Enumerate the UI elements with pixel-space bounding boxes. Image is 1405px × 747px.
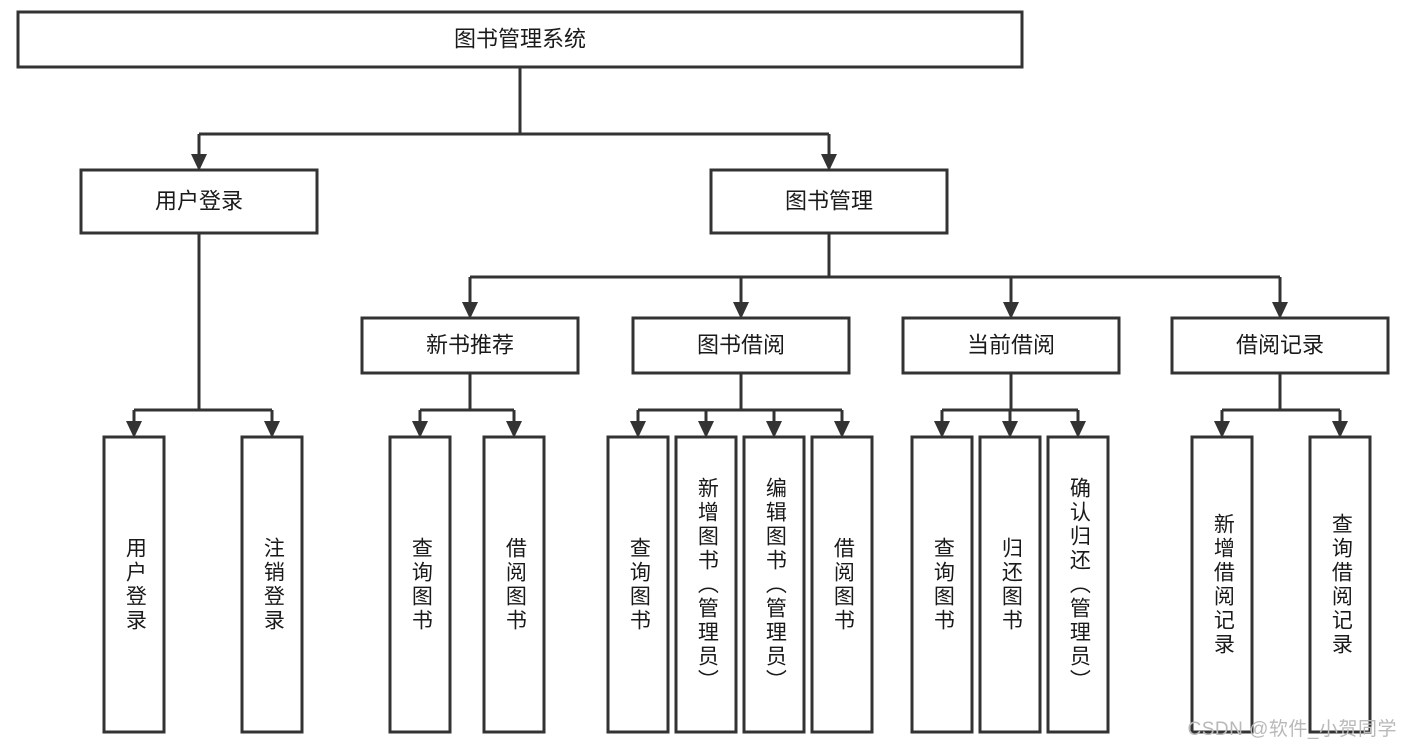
node-box-root	[16, 10, 1024, 69]
node-box-leaf-user-login	[102, 435, 166, 734]
node-label-user-login: 用户登录	[155, 188, 243, 213]
node-leaf-add-borrow-record[interactable]: 新增借阅记录	[1190, 435, 1254, 734]
node-box-new-book-recommend	[360, 316, 580, 375]
node-label-leaf-query-book-rec: 查询图书	[409, 536, 433, 633]
node-leaf-query-borrow-record[interactable]: 查询借阅记录	[1308, 435, 1372, 734]
node-leaf-borrow-book-rec[interactable]: 借阅图书	[482, 435, 546, 734]
arrow-head-leaf-query-book-borrow	[630, 421, 646, 438]
node-box-leaf-query-book-current	[910, 435, 974, 734]
arrow-head-book-borrow	[733, 302, 749, 319]
node-user-login[interactable]: 用户登录	[79, 168, 319, 235]
node-leaf-borrow-book[interactable]: 借阅图书	[810, 435, 874, 734]
arrow-head-leaf-user-login	[126, 421, 142, 438]
node-label-wrap-leaf-user-logout: 注销登录	[261, 536, 285, 633]
arrow-head-user-login	[191, 154, 207, 171]
node-root[interactable]: 图书管理系统	[16, 10, 1024, 69]
node-box-leaf-query-book-rec	[388, 435, 452, 734]
node-label-root: 图书管理系统	[454, 26, 586, 51]
node-label-wrap-leaf-user-login: 用户登录	[123, 536, 147, 633]
arrow-head-book-manage	[821, 154, 837, 171]
node-box-leaf-user-logout	[240, 435, 304, 734]
node-leaf-query-book-rec[interactable]: 查询图书	[388, 435, 452, 734]
node-leaf-confirm-return-admin[interactable]: 确认归还（管理员）	[1046, 435, 1110, 734]
node-label-leaf-query-book-borrow: 查询图书	[627, 536, 651, 633]
node-label-wrap-leaf-add-borrow-record: 新增借阅记录	[1211, 512, 1235, 657]
node-label-wrap-leaf-borrow-book: 借阅图书	[831, 536, 855, 633]
node-box-leaf-query-borrow-record	[1308, 435, 1372, 734]
node-label-leaf-return-book: 归还图书	[999, 536, 1023, 633]
node-label-wrap-leaf-borrow-book-rec: 借阅图书	[503, 536, 527, 633]
node-label-book-manage: 图书管理	[785, 188, 873, 213]
node-box-borrow-record	[1170, 316, 1390, 375]
node-box-book-borrow	[631, 316, 851, 375]
node-box-book-manage	[709, 168, 949, 235]
node-leaf-query-book-borrow[interactable]: 查询图书	[606, 435, 670, 734]
node-leaf-user-login[interactable]: 用户登录	[102, 435, 166, 734]
arrow-head-leaf-add-book-admin	[698, 421, 714, 438]
node-current-borrow[interactable]: 当前借阅	[901, 316, 1121, 375]
arrow-head-new-book-recommend	[462, 302, 478, 319]
node-label-leaf-borrow-book-rec: 借阅图书	[503, 536, 527, 633]
arrow-head-leaf-edit-book-admin	[766, 421, 782, 438]
node-borrow-record[interactable]: 借阅记录	[1170, 316, 1390, 375]
arrow-head-leaf-borrow-book-rec	[506, 421, 522, 438]
arrow-head-leaf-return-book	[1002, 421, 1018, 438]
arrow-head-leaf-confirm-return-admin	[1070, 421, 1086, 438]
node-box-leaf-add-book-admin	[674, 435, 738, 734]
node-box-leaf-borrow-book-rec	[482, 435, 546, 734]
node-label-current-borrow: 当前借阅	[967, 332, 1055, 357]
arrow-head-borrow-record	[1272, 302, 1288, 319]
arrow-head-leaf-query-borrow-record	[1332, 421, 1348, 438]
node-box-leaf-confirm-return-admin	[1046, 435, 1110, 734]
arrow-head-current-borrow	[1003, 302, 1019, 319]
node-label-leaf-add-book-admin: 新增图书（管理员）	[695, 476, 719, 693]
node-box-leaf-borrow-book	[810, 435, 874, 734]
node-label-wrap-leaf-add-book-admin: 新增图书（管理员）	[695, 476, 719, 693]
node-box-leaf-edit-book-admin	[742, 435, 806, 734]
node-label-borrow-record: 借阅记录	[1236, 332, 1324, 357]
node-label-wrap-leaf-query-book-rec: 查询图书	[409, 536, 433, 633]
node-label-new-book-recommend: 新书推荐	[426, 332, 514, 357]
node-box-user-login	[79, 168, 319, 235]
node-label-leaf-query-book-current: 查询图书	[931, 536, 955, 633]
arrow-head-leaf-user-logout	[264, 421, 280, 438]
arrow-head-leaf-borrow-book	[834, 421, 850, 438]
watermark-label: CSDN @软件_小贺同学	[1187, 719, 1397, 740]
node-leaf-query-book-current[interactable]: 查询图书	[910, 435, 974, 734]
node-label-wrap-leaf-return-book: 归还图书	[999, 536, 1023, 633]
node-label-wrap-leaf-edit-book-admin: 编辑图书（管理员）	[763, 476, 787, 693]
node-label-leaf-user-login: 用户登录	[123, 536, 147, 633]
node-book-manage[interactable]: 图书管理	[709, 168, 949, 235]
node-leaf-add-book-admin[interactable]: 新增图书（管理员）	[674, 435, 738, 734]
node-label-book-borrow: 图书借阅	[697, 332, 785, 357]
node-book-borrow[interactable]: 图书借阅	[631, 316, 851, 375]
node-label-leaf-user-logout: 注销登录	[261, 536, 285, 633]
node-label-leaf-confirm-return-admin: 确认归还（管理员）	[1067, 476, 1091, 693]
node-box-leaf-query-book-borrow	[606, 435, 670, 734]
node-leaf-return-book[interactable]: 归还图书	[978, 435, 1042, 734]
node-label-leaf-edit-book-admin: 编辑图书（管理员）	[763, 476, 787, 693]
node-label-wrap-leaf-confirm-return-admin: 确认归还（管理员）	[1067, 476, 1091, 693]
node-label-wrap-leaf-query-book-current: 查询图书	[931, 536, 955, 633]
arrow-head-leaf-add-borrow-record	[1214, 421, 1230, 438]
arrow-head-leaf-query-book-rec	[412, 421, 428, 438]
node-box-current-borrow	[901, 316, 1121, 375]
node-new-book-recommend[interactable]: 新书推荐	[360, 316, 580, 375]
node-label-leaf-query-borrow-record: 查询借阅记录	[1329, 512, 1353, 657]
node-label-leaf-add-borrow-record: 新增借阅记录	[1211, 512, 1235, 657]
node-label-wrap-leaf-query-borrow-record: 查询借阅记录	[1329, 512, 1353, 657]
connector-layer	[126, 67, 1348, 438]
node-label-wrap-leaf-query-book-borrow: 查询图书	[627, 536, 651, 633]
node-label-leaf-borrow-book: 借阅图书	[831, 536, 855, 633]
node-leaf-edit-book-admin[interactable]: 编辑图书（管理员）	[742, 435, 806, 734]
node-box-leaf-return-book	[978, 435, 1042, 734]
node-box-leaf-add-borrow-record	[1190, 435, 1254, 734]
node-leaf-user-logout[interactable]: 注销登录	[240, 435, 304, 734]
arrow-head-leaf-query-book-current	[934, 421, 950, 438]
node-layer: 图书管理系统用户登录图书管理新书推荐图书借阅当前借阅借阅记录用户登录注销登录查询…	[16, 10, 1390, 734]
